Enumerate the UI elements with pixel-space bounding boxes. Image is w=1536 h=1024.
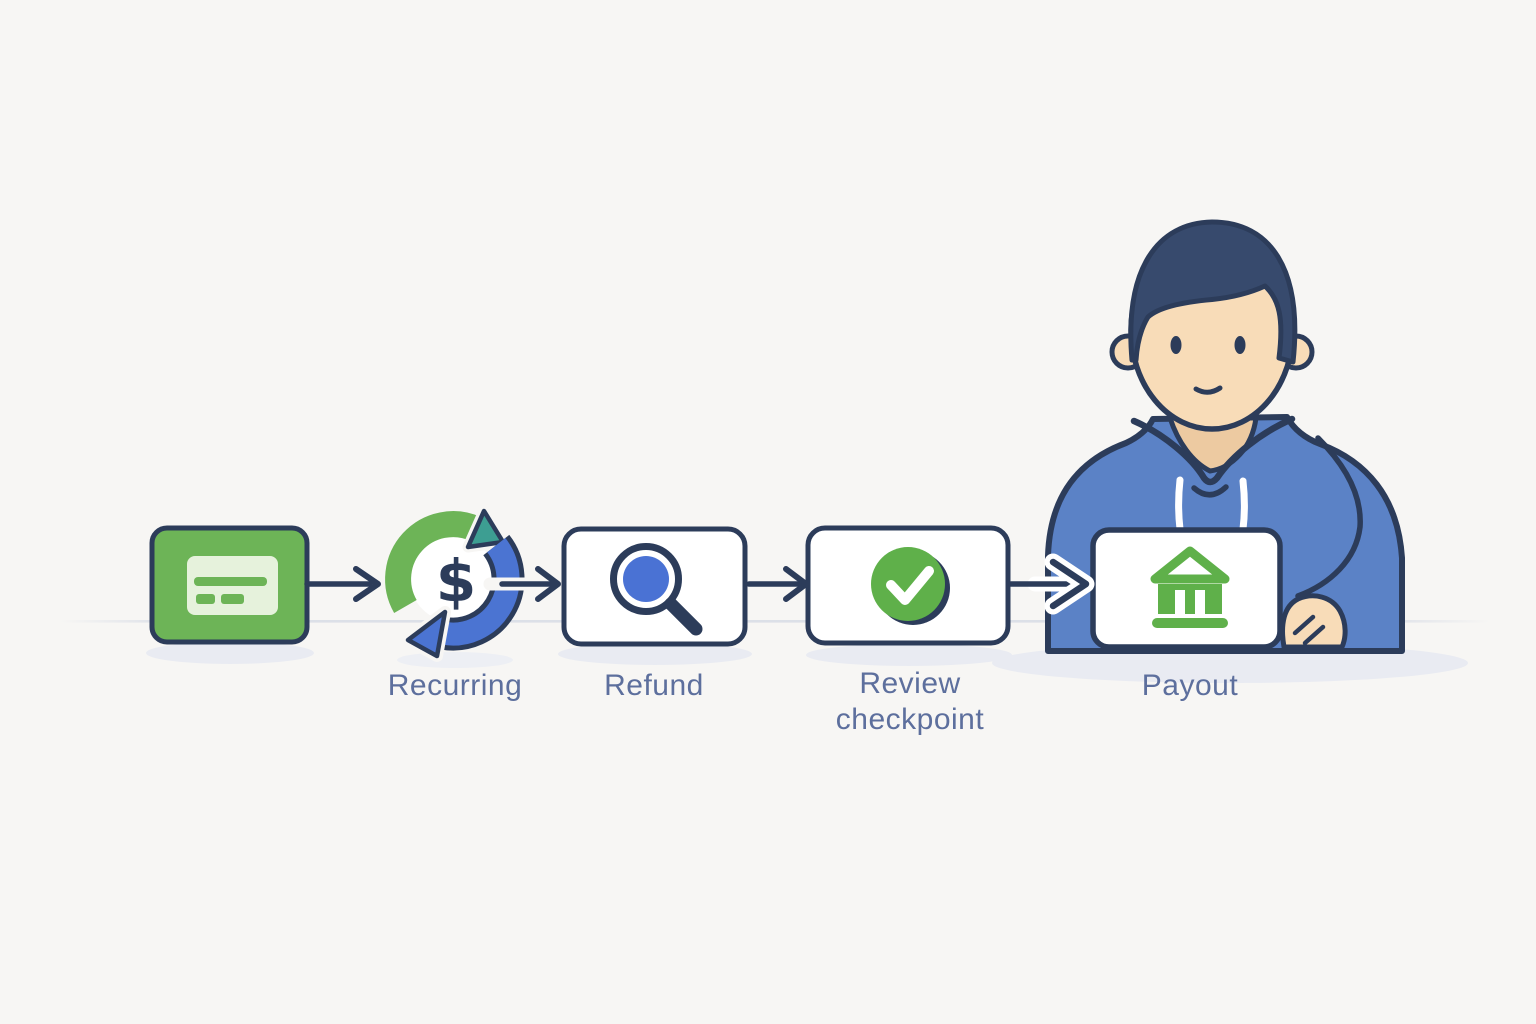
dollar-symbol: $	[436, 547, 476, 615]
refund-node	[561, 526, 748, 647]
teal-arrowhead	[465, 508, 506, 550]
label-review-checkpoint: Review checkpoint	[836, 666, 984, 738]
review-checkpoint-node	[805, 525, 1011, 646]
recurring-cycle-icon: $	[385, 505, 525, 662]
label-review-line1: Review	[859, 667, 961, 700]
magnifier-icon	[610, 543, 703, 636]
eye-left	[1170, 336, 1182, 354]
eye-right	[1234, 336, 1246, 354]
hood-collar-bottom	[1191, 484, 1229, 498]
drawstring-right	[1239, 477, 1248, 533]
flow-arrow-3	[746, 566, 809, 602]
credit-card-icon	[149, 525, 310, 645]
label-review-line2: checkpoint	[835, 703, 985, 736]
hood-collar	[1130, 415, 1296, 486]
check-circle-icon	[871, 547, 950, 625]
hand	[1280, 593, 1348, 650]
label-refund: Refund	[604, 669, 704, 702]
label-recurring: Recurring	[387, 669, 523, 702]
label-payout: Payout	[1141, 669, 1239, 702]
drawstring-left	[1175, 476, 1184, 533]
mouth	[1193, 385, 1223, 395]
payout-node	[1090, 527, 1283, 650]
finger-lines	[1292, 614, 1326, 646]
flow-arrow-1	[304, 566, 381, 602]
desk-line	[60, 620, 1490, 623]
bank-icon	[1150, 546, 1230, 628]
flow-arrow-4	[1008, 553, 1095, 615]
blue-arrowhead	[405, 609, 448, 659]
sleeve-crease	[1295, 435, 1363, 599]
hair	[1128, 219, 1298, 365]
flow-arrow-2	[483, 566, 561, 602]
